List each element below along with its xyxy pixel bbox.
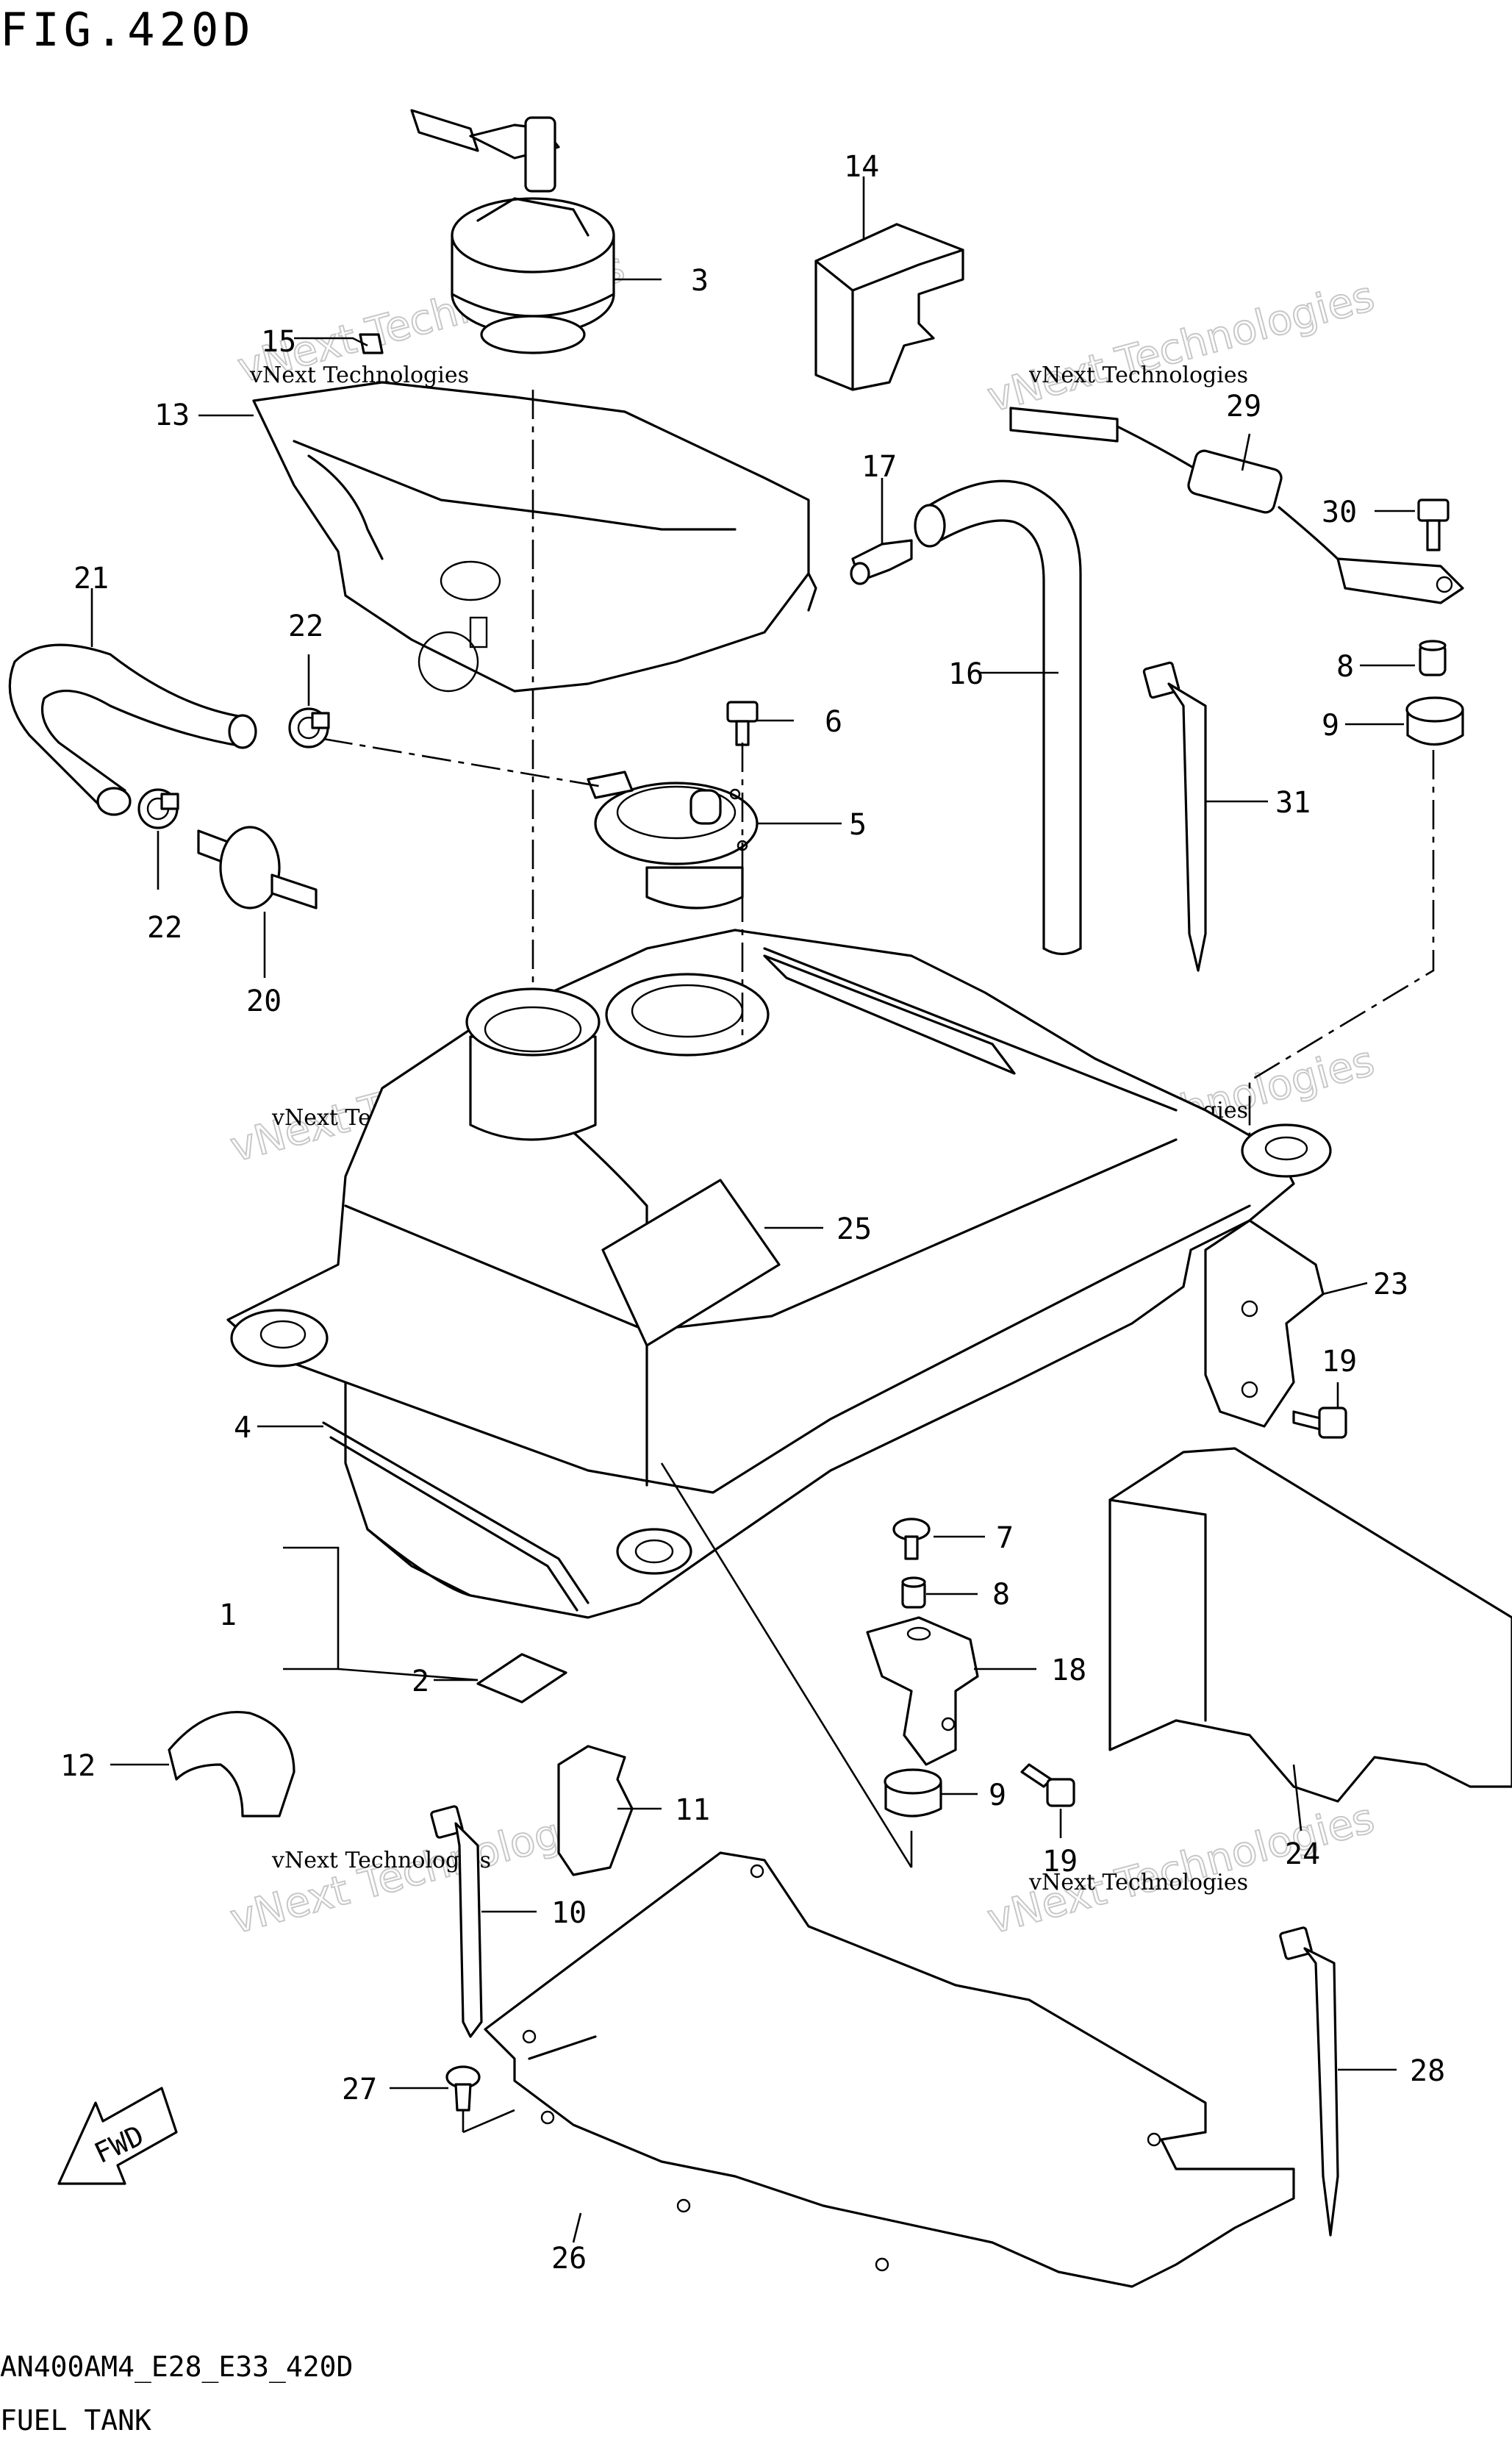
callout-5: 5 [849,808,867,842]
callout-26: 26 [551,2242,587,2276]
bracket-23-drawing [1204,1219,1325,1428]
watermark-text: vNext Technologies [1028,362,1248,388]
callout-27: 27 [342,2073,377,2106]
fuel-cap-drawing [410,109,615,354]
callout-13: 13 [154,399,190,432]
callout-17: 17 [861,450,897,484]
reference-line [660,1462,913,1868]
valve-20-drawing [197,826,318,909]
model-code: AN400AM4_E28_E33_420D [0,2351,353,2384]
forward-arrow-icon: FWD [57,2087,178,2185]
callout-25: 25 [836,1212,872,1246]
collar-8-mid-drawing [901,1576,926,1609]
heat-shield-24-drawing [1108,1447,1512,1803]
boot-cover-drawing [814,223,964,391]
fitting-17-drawing [850,539,913,585]
assembly-lines [323,390,1435,1136]
clip-11-drawing [557,1745,634,1876]
rivet-27-drawing [445,2065,481,2112]
callout-8-top: 8 [1336,650,1354,684]
callout-16: 16 [948,657,983,691]
clip-drawing [359,333,384,354]
drain-hose-4-drawing [322,1421,590,1604]
callout-10: 10 [551,1896,587,1930]
breather-hose-21-drawing [8,643,257,816]
callout-21: 21 [74,562,109,596]
callout-15: 15 [261,325,296,359]
callout-9-mid: 9 [989,1779,1006,1812]
callout-19-right: 19 [1322,1345,1357,1379]
bolt-19-lower-drawing [1020,1763,1075,1807]
drain-hose-4-inner [329,1436,578,1612]
wire-harness-drawing [1009,407,1464,604]
callout-23: 23 [1373,1268,1408,1301]
fuel-hose-16-drawing [914,479,1082,956]
callout-28: 28 [1410,2054,1445,2088]
cable-tie-31-drawing [1142,661,1207,972]
callout-29: 29 [1226,390,1261,423]
callout-20: 20 [246,984,282,1018]
clamp-22-bottom-drawing [137,788,179,829]
cable-tie-28-drawing [1279,1926,1339,2237]
cushion-12-drawing [168,1711,295,1818]
figure-title: FIG.420D [0,3,255,57]
figure-name: FUEL TANK [0,2404,151,2437]
bolt-7-drawing [892,1518,931,1560]
clamp-22-top-drawing [288,707,330,748]
callout-11: 11 [675,1793,710,1827]
callout-3: 3 [691,264,709,298]
grommet-9-mid-drawing [884,1768,942,1818]
pad-2-drawing [476,1653,567,1704]
bracket-18-drawing [866,1616,979,1766]
callout-30: 30 [1322,496,1357,529]
watermark-outline: vNext Technologies [983,273,1380,422]
fuel-pump-cover-5-drawing [587,771,759,909]
fuel-tank-drawing [226,929,1332,1619]
reference-line [462,2109,515,2134]
watermark-text: vNext Technologies [1028,1870,1248,1895]
cable-tie-10-drawing [430,1805,483,2038]
callout-4: 4 [234,1411,251,1445]
screw-6-drawing [726,701,759,746]
grommet-9-top-drawing [1405,696,1464,746]
callout-24: 24 [1285,1837,1320,1871]
bolt-19-right-drawing [1292,1407,1347,1439]
bolt-30-drawing [1417,498,1450,551]
callout-22-top: 22 [288,610,323,643]
callout-12: 12 [60,1749,96,1783]
callout-19-lower: 19 [1042,1845,1078,1879]
callout-8-mid: 8 [992,1578,1010,1612]
callout-2: 2 [412,1665,429,1698]
watermark-text: vNext Technologies [249,362,469,388]
callout-1: 1 [219,1598,237,1632]
callout-31: 31 [1275,786,1311,820]
callout-22-bottom: 22 [147,911,182,945]
callout-14: 14 [844,150,879,184]
tray-drawing [252,381,817,693]
callout-7: 7 [996,1521,1014,1555]
collar-8-top-drawing [1419,640,1447,676]
callout-6: 6 [825,705,842,739]
callout-numbers: 3 15 13 14 17 29 30 16 8 9 31 21 22 22 2… [60,150,1445,2276]
watermark-text: vNext Technologies [271,1848,491,1873]
under-cover-26-drawing [484,1851,1295,2288]
callout-18: 18 [1051,1654,1086,1687]
leader-lines [90,176,1415,2243]
callout-9-top: 9 [1322,709,1339,743]
